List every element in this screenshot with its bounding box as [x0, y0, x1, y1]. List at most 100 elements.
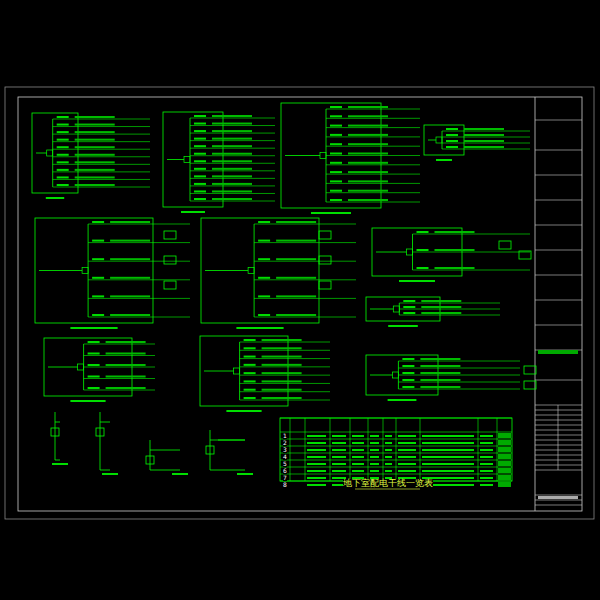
wire — [383, 418, 384, 481]
circuit-tag — [276, 314, 316, 316]
circuit-tag — [348, 125, 388, 127]
circuit-tag — [194, 190, 206, 192]
wire — [399, 303, 500, 304]
wire — [210, 430, 211, 470]
circuit-tag — [402, 386, 414, 388]
wire — [535, 445, 582, 446]
wire — [398, 375, 520, 376]
wire — [326, 174, 420, 175]
wire — [53, 149, 150, 150]
panel-box — [200, 336, 288, 406]
table-cell-mark — [422, 470, 474, 472]
wire — [190, 118, 275, 119]
circuit-tag — [92, 221, 104, 223]
circuit-tag — [75, 184, 115, 186]
table-cell-mark — [480, 449, 493, 451]
table-cell-mark — [480, 470, 493, 472]
wire — [254, 224, 356, 225]
wire — [190, 133, 275, 134]
wire — [53, 179, 150, 180]
wire — [240, 366, 330, 367]
circuit-tag — [92, 277, 104, 279]
wire — [88, 224, 190, 225]
table-cell-mark — [385, 435, 392, 437]
wire — [413, 270, 531, 271]
wire — [535, 450, 582, 451]
load-symbol — [319, 281, 331, 289]
circuit-tag — [57, 116, 69, 118]
table-cell-mark — [370, 449, 379, 451]
circuit-tag — [330, 125, 342, 127]
circuit-tag — [417, 231, 429, 233]
panel-box — [32, 113, 78, 193]
circuit-tag — [403, 300, 415, 302]
table-cell-mark — [370, 442, 379, 444]
breaker-symbol — [393, 306, 399, 312]
wire — [535, 430, 582, 431]
table-cell-mark — [385, 456, 392, 458]
table-cell-fill — [498, 447, 511, 452]
table-cell-mark — [422, 442, 474, 444]
wire — [535, 225, 582, 226]
table-cell-mark — [480, 484, 493, 486]
circuit-tag — [464, 140, 504, 142]
circuit-tag — [244, 380, 256, 382]
panel-tag — [70, 400, 105, 402]
circuit-tag — [420, 358, 460, 360]
wire — [88, 298, 190, 299]
circuit-tag — [464, 146, 504, 148]
circuit-tag — [446, 128, 458, 130]
circuit-tag — [57, 124, 69, 126]
wire — [442, 137, 530, 138]
circuit-tag — [417, 267, 429, 269]
circuit-tag — [402, 365, 414, 367]
circuit-tag — [212, 183, 252, 185]
wire — [53, 156, 150, 157]
wire — [218, 440, 245, 441]
circuit-tag — [262, 339, 302, 341]
circuit-tag — [276, 258, 316, 260]
table-cell-fill — [498, 454, 511, 459]
circuit-tag — [348, 153, 388, 155]
circuit-tag — [258, 240, 270, 242]
inner-frame — [18, 97, 582, 511]
wire — [535, 455, 582, 456]
wire — [535, 495, 582, 496]
circuit-tag — [330, 134, 342, 136]
wire — [399, 309, 500, 310]
wire — [190, 155, 275, 156]
table-cell-mark — [398, 435, 416, 437]
circuit-tag — [57, 184, 69, 186]
panel-tag — [311, 212, 351, 214]
wire — [88, 317, 190, 318]
wire — [535, 505, 582, 506]
breaker-symbol — [78, 364, 84, 370]
wire — [535, 440, 582, 441]
circuit-tag — [464, 128, 504, 130]
breaker-symbol — [320, 153, 326, 159]
load-symbol — [319, 256, 331, 264]
wire — [240, 358, 330, 359]
wire — [100, 422, 110, 423]
wire — [88, 261, 190, 262]
circuit-tag — [92, 314, 104, 316]
wire — [442, 143, 530, 144]
table-cell-mark — [385, 463, 392, 465]
table-cell-mark — [370, 456, 379, 458]
wire — [326, 192, 420, 193]
wire — [84, 390, 155, 391]
wire — [190, 185, 275, 186]
table-cell-mark — [307, 449, 326, 451]
circuit-tag — [262, 347, 302, 349]
circuit-tag — [102, 473, 118, 475]
wire — [535, 420, 582, 421]
circuit-tag — [57, 169, 69, 171]
circuit-tag — [258, 258, 270, 260]
circuit-tag — [420, 365, 460, 367]
wire — [210, 440, 245, 441]
row-number: 7 — [283, 475, 287, 481]
circuit-tag — [194, 183, 206, 185]
wire — [254, 224, 255, 317]
